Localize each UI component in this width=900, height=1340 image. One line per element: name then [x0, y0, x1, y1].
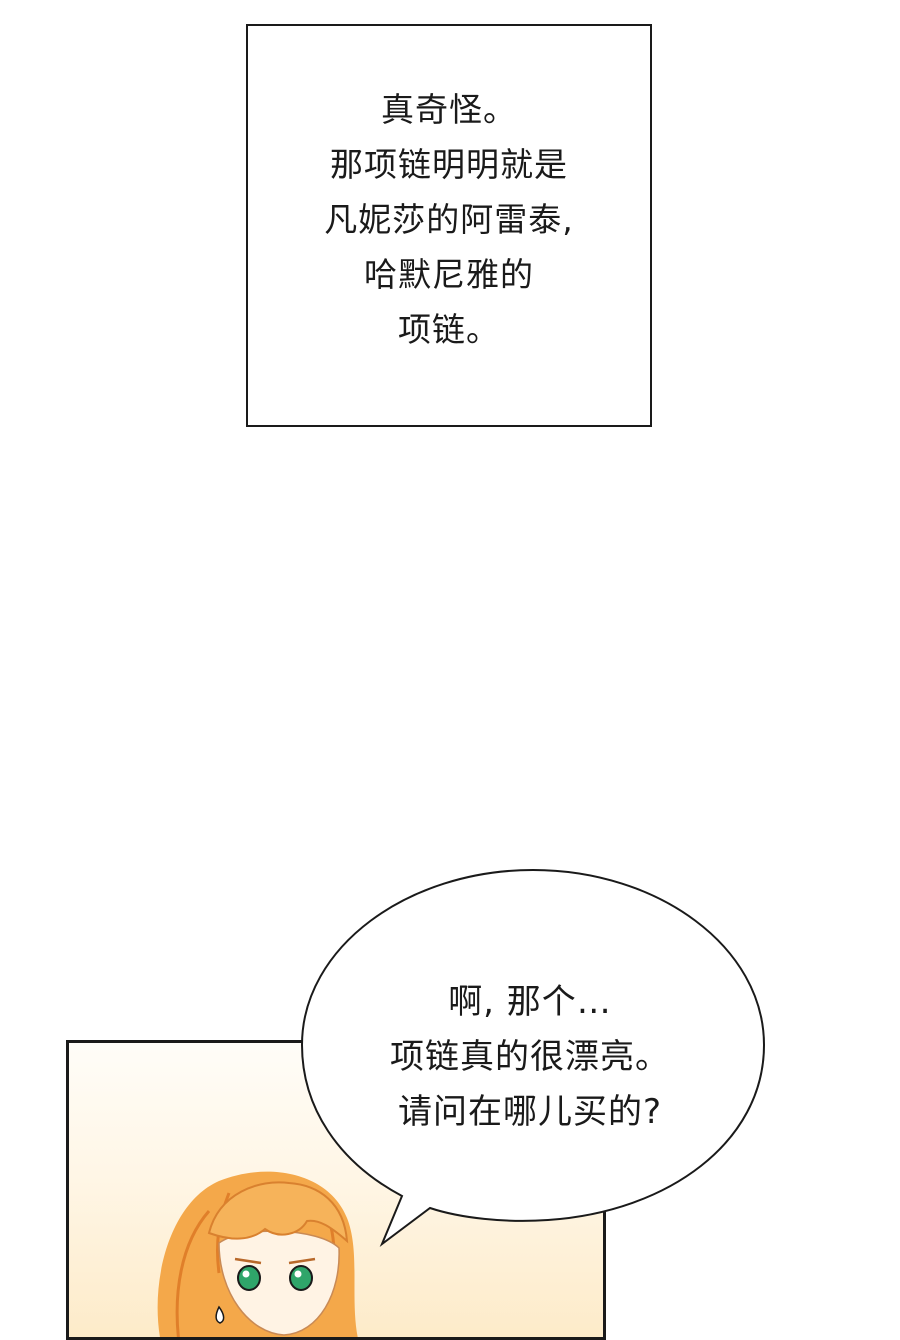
eyebrow: [234, 1257, 262, 1265]
narration-line: 那项链明明就是: [330, 145, 568, 184]
narration-line: 凡妮莎的阿雷泰,: [324, 200, 574, 239]
narration-line: 哈默尼雅的: [364, 255, 534, 294]
speech-line: 啊, 那个…: [448, 982, 612, 1022]
narration-line: 真奇怪。: [381, 90, 517, 129]
speech-line: 项链真的很漂亮。: [390, 1037, 670, 1077]
eye-highlight: [294, 1270, 302, 1278]
speech-bubble: [300, 868, 766, 1247]
speech-line: 请问在哪儿买的?: [397, 1092, 663, 1132]
eyebrow: [288, 1257, 316, 1265]
narration-line: 项链。: [398, 310, 500, 349]
sweat-drop-icon: [215, 1305, 225, 1324]
eye-highlight: [242, 1270, 250, 1278]
speech-text: 啊, 那个… 项链真的很漂亮。 请问在哪儿买的?: [300, 975, 760, 1140]
narration-text: 真奇怪。 那项链明明就是 凡妮莎的阿雷泰, 哈默尼雅的 项链。: [324, 82, 574, 357]
speech-bubble-shape: [300, 868, 766, 1247]
narration-box: 真奇怪。 那项链明明就是 凡妮莎的阿雷泰, 哈默尼雅的 项链。: [246, 24, 652, 427]
character-illustration: [157, 1171, 358, 1337]
right-eye: [289, 1265, 313, 1291]
left-eye: [237, 1265, 261, 1291]
hair-bangs: [207, 1181, 349, 1244]
